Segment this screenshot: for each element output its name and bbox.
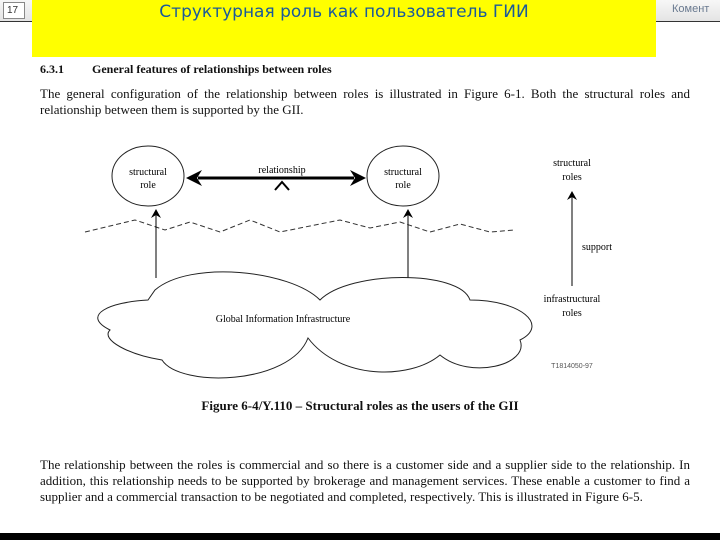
right-role-label-1: structural xyxy=(384,167,422,178)
left-role-ellipse xyxy=(111,145,185,207)
page-number-field[interactable]: 17 xyxy=(3,2,25,19)
left-role-label-2: role xyxy=(140,180,156,191)
section-number: 6.3.1 xyxy=(40,62,64,76)
relationship-label: relationship xyxy=(258,165,305,176)
comment-button[interactable]: Комент xyxy=(672,3,710,15)
bottom-border xyxy=(0,533,720,540)
cloud-label: Global Information Infrastructure xyxy=(216,314,351,325)
body-paragraph: The relationship between the roles is co… xyxy=(40,457,690,504)
structural-roles-diagram: structural role structural role relation… xyxy=(84,145,612,379)
slide-title: Структурная роль как пользователь ГИИ xyxy=(159,2,529,22)
boundary-wavy-line xyxy=(84,219,516,233)
intro-paragraph: The general configuration of the relatio… xyxy=(40,86,690,117)
legend-infra-1: infrastructural xyxy=(544,294,601,305)
section-heading: 6.3.1 General features of relationships b… xyxy=(40,62,332,77)
figure-id: T1814050-97 xyxy=(551,363,593,370)
legend-structural-2: roles xyxy=(562,172,582,183)
right-role-ellipse xyxy=(366,145,440,207)
right-role-label-2: role xyxy=(395,180,411,191)
figure-caption: Figure 6-4/Y.110 – Structural roles as t… xyxy=(201,398,519,413)
legend-structural-1: structural xyxy=(553,158,591,169)
legend-infra-2: roles xyxy=(562,308,582,319)
left-role-label-1: structural xyxy=(129,167,167,178)
slide-title-banner: Структурная роль как пользователь ГИИ xyxy=(32,0,656,57)
legend-support-label: support xyxy=(582,242,612,253)
gii-cloud xyxy=(97,271,533,379)
section-title: General features of relationships betwee… xyxy=(92,62,332,76)
